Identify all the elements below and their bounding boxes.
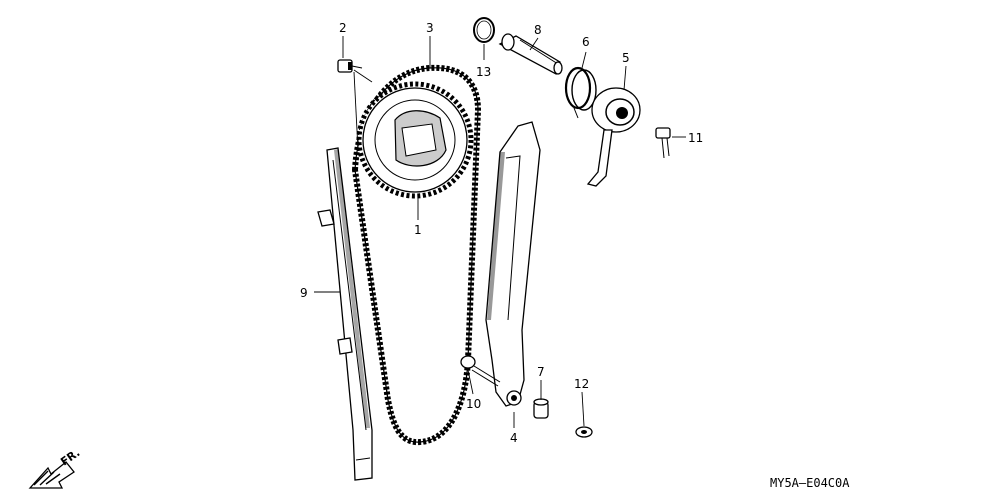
callout-8: 8 (534, 23, 542, 37)
callout-3: 3 (426, 21, 434, 35)
o-ring (473, 17, 495, 43)
tensioner-bolt (655, 127, 671, 159)
front-arrow-icon (28, 461, 75, 489)
callout-5: 5 (622, 51, 630, 65)
cam-sprocket (356, 81, 474, 199)
callout-10: 10 (466, 397, 481, 411)
washer (575, 426, 593, 438)
diagram-code: MY5A—E04C0A (770, 476, 850, 490)
pivot-bolt (460, 355, 501, 387)
front-direction-indicator: FR. (28, 446, 82, 489)
tensioner-arm (485, 121, 541, 407)
callout-1: 1 (414, 223, 422, 237)
callout-labels: 1 2 3 4 5 6 7 8 9 10 11 12 13 (300, 21, 703, 445)
callout-9: 9 (300, 286, 308, 300)
cam-chain (351, 64, 482, 446)
callout-12: 12 (574, 377, 589, 391)
callout-4: 4 (510, 431, 518, 445)
leader-lines (314, 36, 686, 428)
tensioner-shaft (498, 33, 563, 75)
tensioner-roller (586, 87, 641, 187)
chain-guide-left (317, 147, 373, 481)
sprocket-bolt (337, 59, 363, 73)
callout-6: 6 (582, 35, 590, 49)
collar (533, 398, 549, 419)
callout-7: 7 (537, 365, 545, 379)
callout-11: 11 (688, 131, 703, 145)
tensioner-spring (564, 66, 597, 119)
callout-2: 2 (339, 21, 347, 35)
callout-13: 13 (476, 65, 491, 79)
